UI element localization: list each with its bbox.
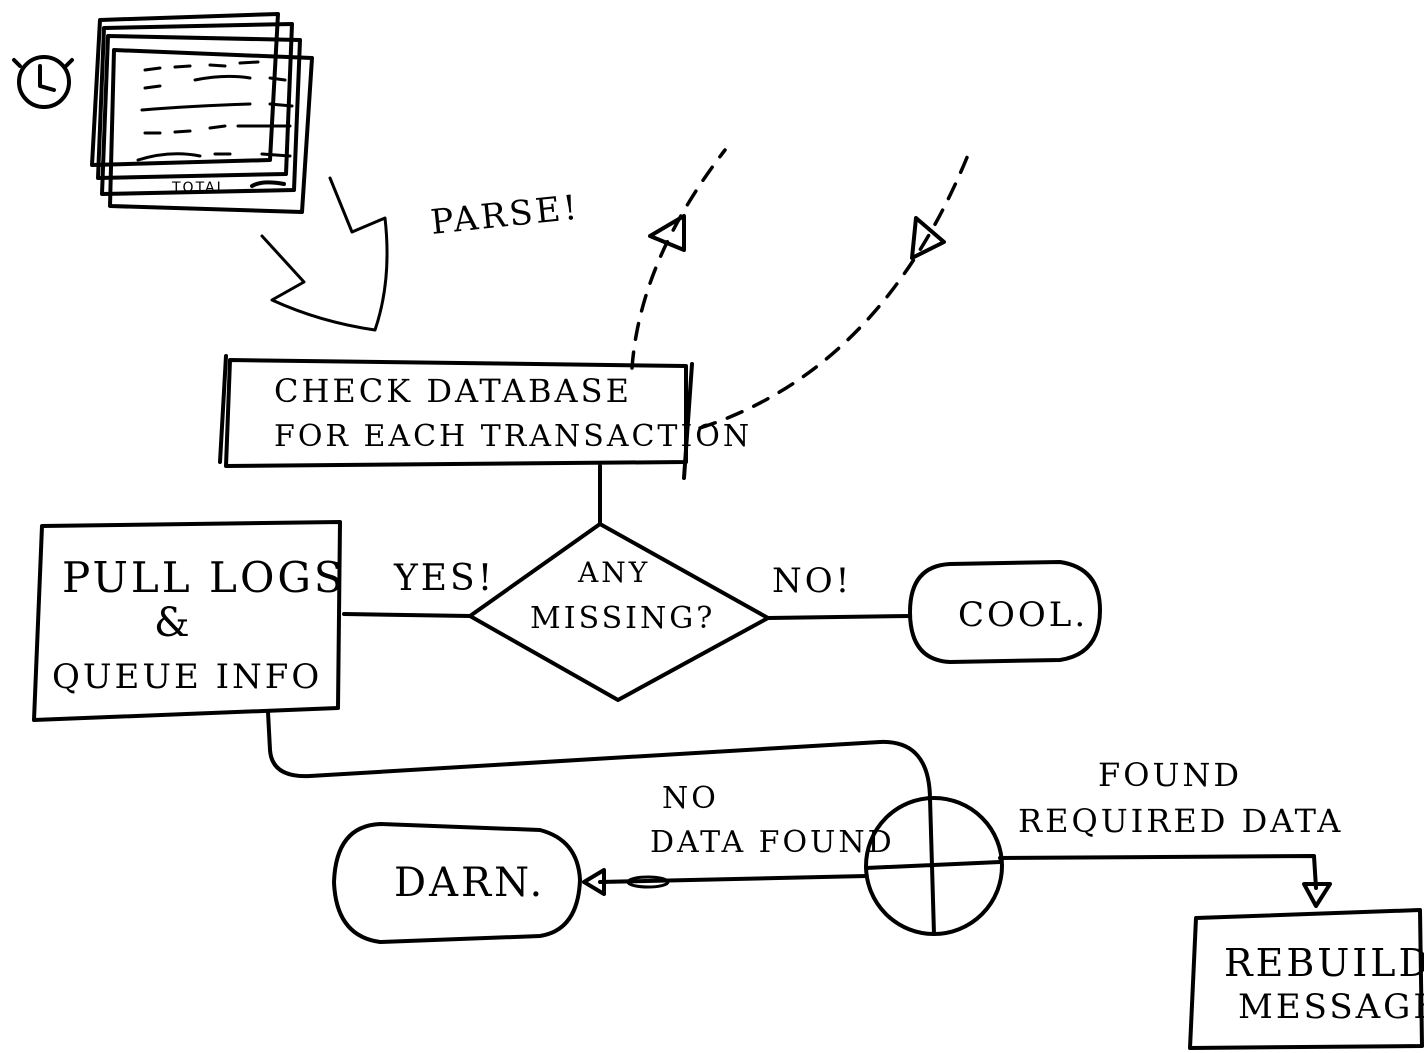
darn-label: DARN. [394,860,545,906]
cool-label: COOL. [958,595,1088,635]
arrowhead-icon [1302,882,1332,908]
pull-logs-box: PULL LOGS & QUEUE INFO [32,520,346,722]
connector-bubble [626,875,670,889]
pull-logs-label-line3: QUEUE INFO [52,657,322,697]
yes-label: YES! [393,558,495,599]
rebuild-label-line1: REBUILD [1224,941,1424,985]
connector-pull-to-merge [266,710,932,802]
pull-logs-label-line1: PULL LOGS [62,553,346,602]
check-database-label-line1: CHECK DATABASE [274,372,632,410]
no-data-label-line2: DATA FOUND [650,825,895,860]
check-database-label-line2: FOR EACH TRANSACTION [274,419,752,454]
darn-terminal: DARN. [332,822,582,944]
connector-merge-to-darn [598,874,868,884]
decision-label-line2: MISSING? [530,601,715,636]
dashed-arrow-up [630,148,727,370]
arrowhead-icon [910,216,946,260]
rebuild-label-line2: MESSAGE [1238,987,1424,1027]
rebuild-message-box: REBUILD MESSAGE [1188,908,1424,1050]
found-label-line2: REQUIRED DATA [1018,802,1343,840]
merge-circle-icon [864,796,1004,936]
arrowhead-icon [582,868,606,896]
decision-label-line1: ANY [577,556,650,589]
found-label-line1: FOUND [1098,756,1242,794]
parse-label: PARSE! [429,188,582,243]
clock-icon [12,55,74,109]
connector-merge-to-rebuild [998,854,1318,890]
document-total-label: TOTAL [171,180,226,196]
decision-diamond: ANY MISSING? [468,522,770,702]
cool-terminal: COOL. [908,560,1102,664]
check-database-box: CHECK DATABASE FOR EACH TRANSACTION [218,354,752,480]
block-arrow-icon [260,176,389,332]
connector-no [766,614,912,620]
dashed-arrow-right [698,153,970,430]
no-label: NO! [772,561,852,601]
pull-logs-label-line2: & [154,600,193,646]
arrowhead-icon [648,214,686,252]
document-stack-icon: TOTAL [90,12,314,214]
no-data-label-line1: NO [662,781,719,816]
connector-yes [342,612,472,618]
